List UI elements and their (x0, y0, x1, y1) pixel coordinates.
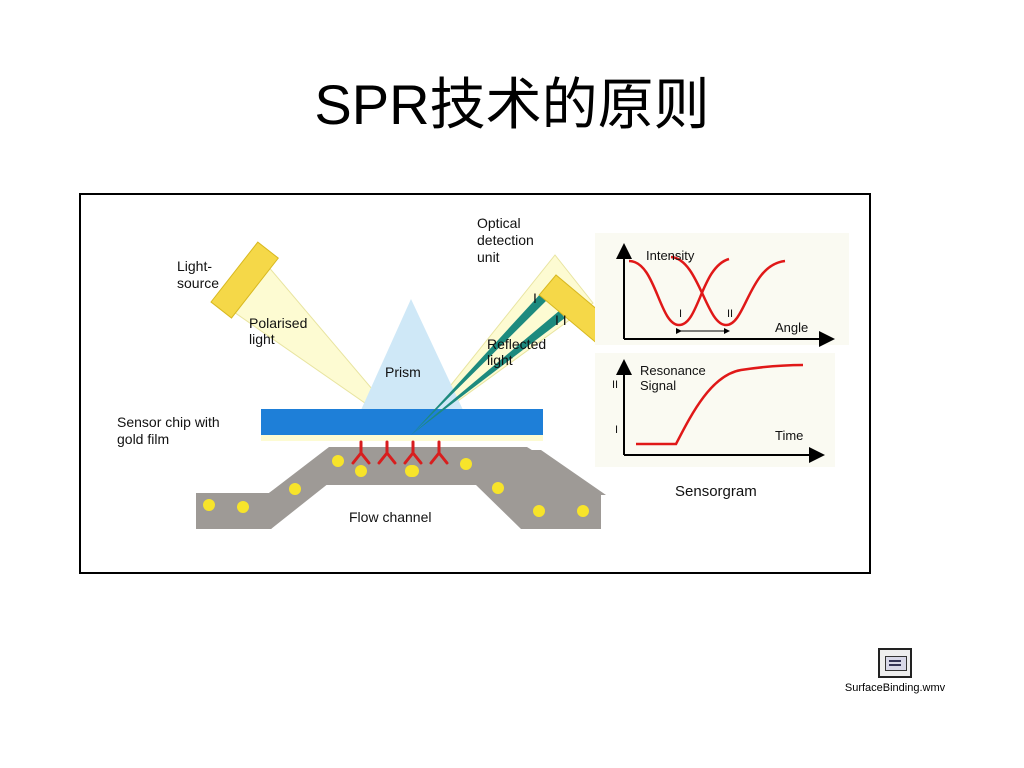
intensity-curve-i (628, 257, 730, 327)
analyte-particle (237, 501, 249, 513)
sensorgram-bg (595, 353, 835, 467)
reflected-beam-1 (411, 291, 551, 435)
sensorgram-xlabel: Time (775, 428, 803, 443)
sensorgram-caption: Sensorgram (675, 483, 757, 500)
intensity-curve-ii (670, 255, 786, 327)
light-source (210, 241, 279, 319)
video-file-icon-container[interactable]: SurfaceBinding.wmv (830, 648, 960, 694)
sensorgram-curve (636, 363, 804, 446)
analyte-particle (533, 505, 545, 517)
prism (361, 299, 463, 410)
flow-channel-label: Flow channel (349, 509, 432, 525)
antibody (377, 440, 397, 465)
slide-title: SPR技术的原则 (314, 73, 710, 136)
intensity-ylabel: Intensity (646, 248, 695, 263)
gold-film (261, 433, 543, 441)
bound-particle (407, 465, 419, 477)
bound-particles (355, 465, 419, 477)
antibodies (351, 440, 449, 465)
reflected-beam-2 (411, 311, 565, 435)
video-file-name[interactable]: SurfaceBinding.wmv (844, 682, 946, 694)
antibody (429, 440, 449, 465)
reflected-beams (411, 291, 565, 435)
intensity-xlabel: Angle (775, 320, 808, 335)
sensor-chip (261, 409, 543, 435)
analyte-particles (203, 455, 589, 517)
analyte-particle (492, 482, 504, 494)
analyte-particle (203, 499, 215, 511)
beam-label-1: I (533, 290, 537, 306)
light-source-label: Light-source (177, 258, 219, 291)
video-file-icon[interactable] (878, 648, 912, 678)
bound-particle (355, 465, 367, 477)
sensorgram-level-ii: II (612, 379, 618, 391)
prism-label: Prism (385, 364, 421, 380)
sensorgram-level-i: I (615, 424, 618, 436)
dip-marker-i: I (679, 308, 682, 320)
beam-label-2: I I (555, 312, 567, 328)
antibody (403, 440, 423, 465)
flow-channel-body (196, 447, 601, 529)
analyte-particle (577, 505, 589, 517)
analyte-particle (289, 483, 301, 495)
analyte-particle (460, 458, 472, 470)
dip-marker-ii: II (727, 308, 733, 320)
antibody (351, 440, 371, 465)
intensity-graph: Intensity Angle I II (595, 233, 849, 347)
intensity-graph-bg (595, 233, 849, 345)
analyte-particle (332, 455, 344, 467)
